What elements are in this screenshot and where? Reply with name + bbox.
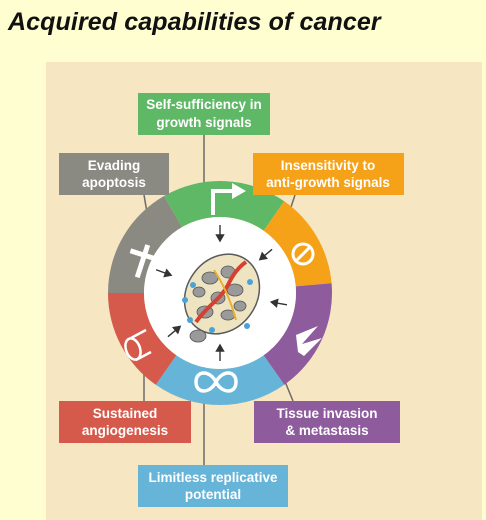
ring-segment-insensitivity <box>263 201 332 287</box>
insensitivity-label-line2: anti-growth signals <box>266 175 390 190</box>
angiogenesis-label-line2: angiogenesis <box>82 423 168 438</box>
apoptosis-label-line1: Evading <box>88 158 141 173</box>
invasion-zigzag-icon <box>296 326 322 356</box>
box-apoptosis: Evading apoptosis <box>59 153 169 195</box>
angiogenesis-label-line1: Sustained <box>93 406 158 421</box>
invasion-label-line2: & metastasis <box>285 423 368 438</box>
invasion-label-line1: Tissue invasion <box>276 406 377 421</box>
ring-segment-apoptosis <box>108 196 182 293</box>
arrow-replicative-head <box>215 343 225 352</box>
box-angiogenesis: Sustained angiogenesis <box>59 401 191 443</box>
arrow-invasion-head <box>269 298 279 308</box>
growth-label-line1: Self-sufficiency in <box>146 97 262 112</box>
ring-segment-replicative <box>155 355 285 406</box>
inward-arrows <box>155 225 288 361</box>
growth-arrow-icon <box>211 183 246 215</box>
box-replicative: Limitless replicative potential <box>138 465 288 507</box>
insensitivity-label-line1: Insensitivity to <box>281 158 376 173</box>
replicative-label-line1: Limitless replicative <box>148 470 278 485</box>
infinity-icon <box>194 371 238 393</box>
arrow-growth-head <box>215 234 225 243</box>
box-invasion: Tissue invasion & metastasis <box>254 401 400 443</box>
tumor-cells <box>182 253 261 343</box>
replicative-label-line2: potential <box>185 487 241 502</box>
apoptosis-label-line2: apoptosis <box>82 175 146 190</box>
no-entry-icon <box>291 242 315 266</box>
ring-segment-invasion <box>263 283 332 385</box>
ring-segment-angiogenesis <box>108 293 177 385</box>
arrow-insensitivity-head <box>258 251 268 261</box>
cross-icon <box>129 244 155 279</box>
box-insensitivity: Insensitivity to anti-growth signals <box>253 153 404 195</box>
box-growth: Self-sufficiency in growth signals <box>138 93 270 135</box>
page-title: Acquired capabilities of cancer <box>8 8 381 36</box>
growth-label-line2: growth signals <box>156 115 251 130</box>
arrow-angiogenesis-head <box>172 325 182 335</box>
blood-vessel-icon <box>124 328 152 362</box>
arrow-apoptosis-head <box>163 268 173 278</box>
